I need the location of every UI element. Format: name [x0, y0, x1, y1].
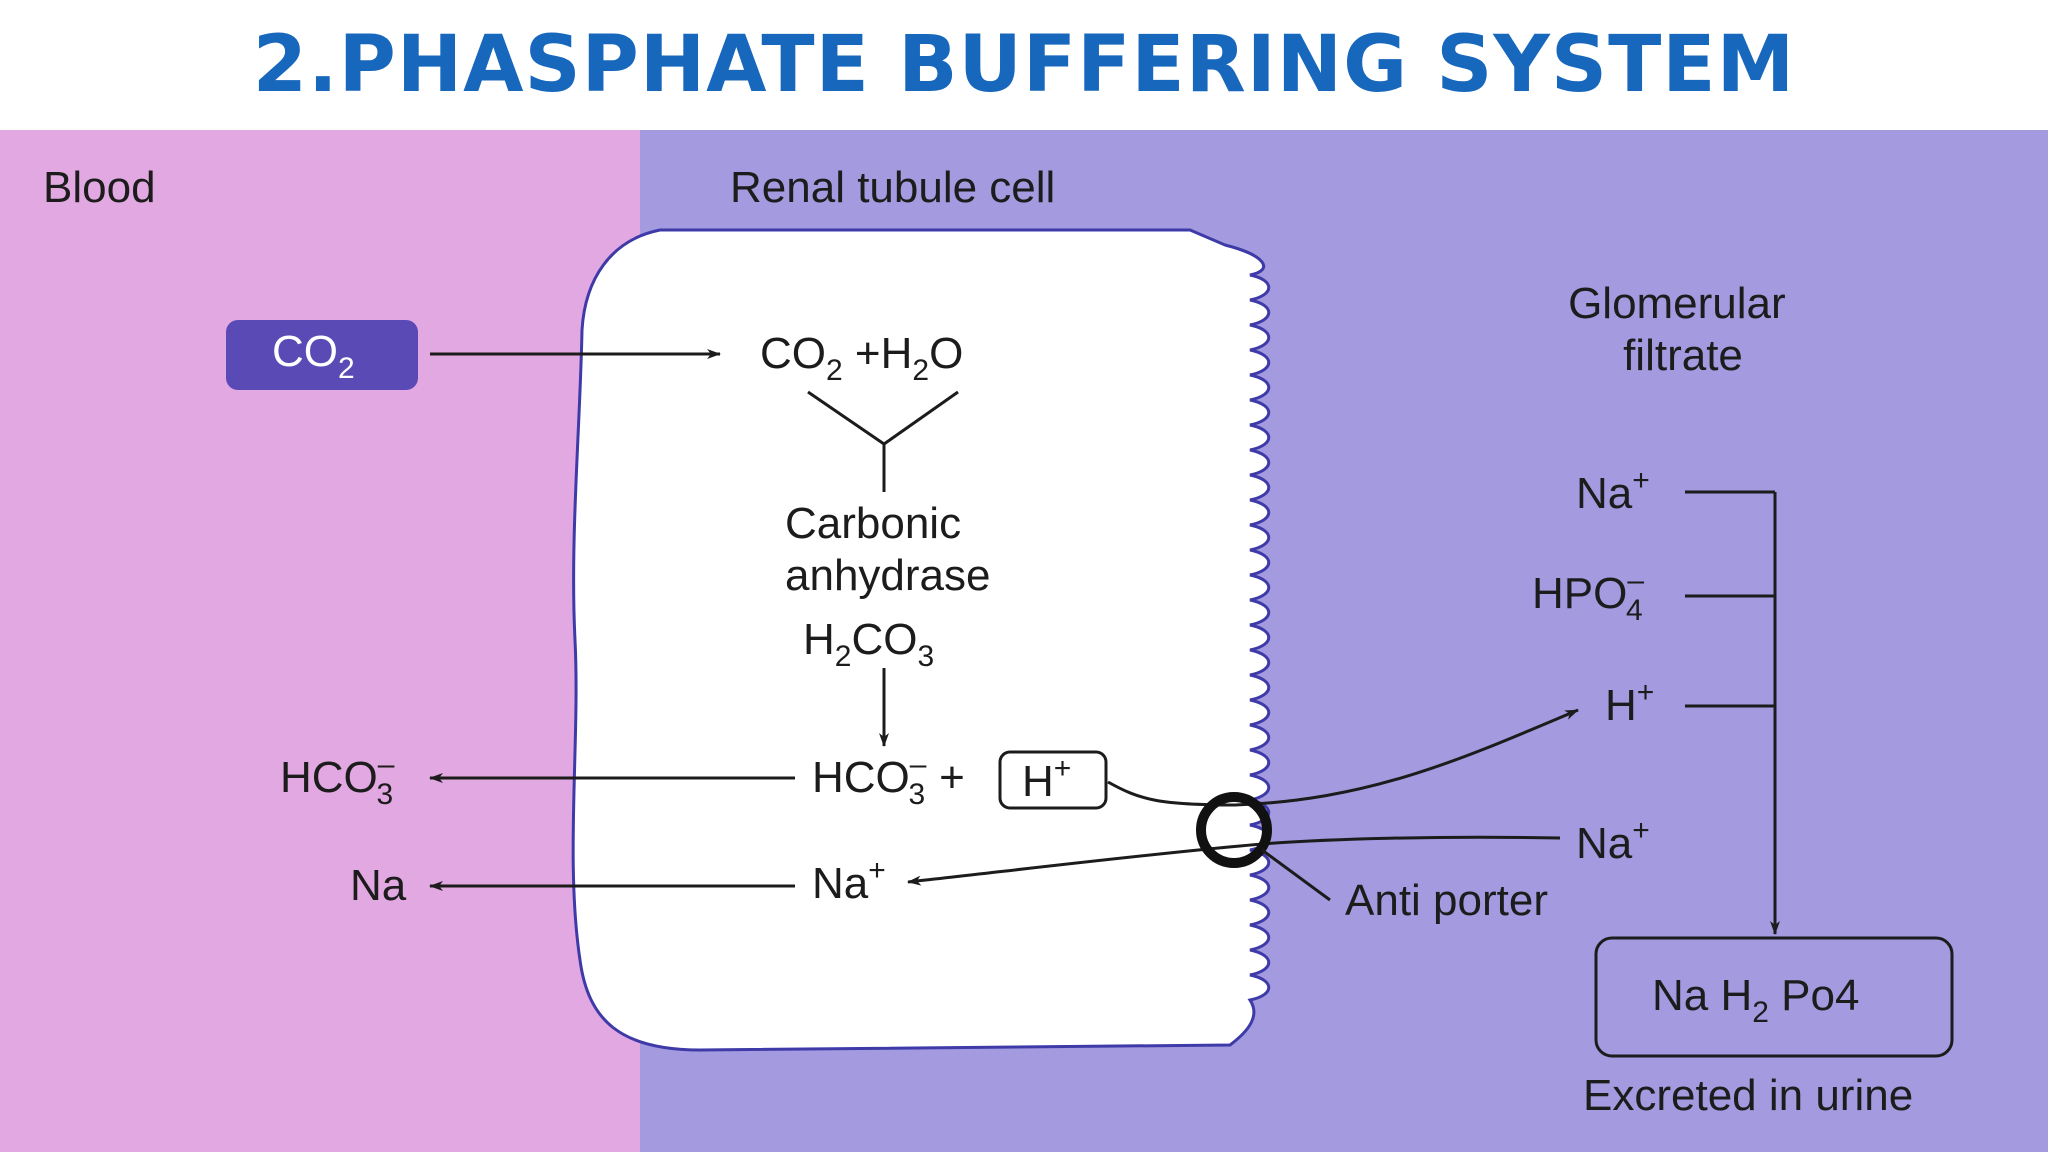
- glomerular-label-line2: filtrate: [1623, 331, 1743, 380]
- antiporter-label: Anti porter: [1345, 876, 1548, 925]
- filtrate-sodium-label-1: Na+: [1576, 464, 1650, 518]
- reactant-co2-sub: 2: [826, 354, 843, 387]
- filtrate-sodium-label-2: Na+: [1576, 814, 1650, 868]
- filtrate-h-main: H: [1605, 681, 1637, 730]
- product-a: Na H: [1652, 971, 1752, 1020]
- merge-line-right: [883, 390, 959, 446]
- cell-hco3-charge: –: [910, 748, 927, 781]
- h2co3-h: H: [803, 615, 835, 664]
- filtrate-na1-main: Na: [1576, 469, 1633, 518]
- cell-h-label: H+: [1022, 752, 1071, 806]
- reactant-h2o-sub: 2: [912, 354, 929, 387]
- reactant-co-main: CO: [760, 329, 826, 378]
- blood-hco3-charge: –: [378, 748, 395, 781]
- antiporter-pointer: [1261, 848, 1331, 902]
- filtrate-h-charge: +: [1637, 676, 1655, 709]
- cell-sodium-label: Na+: [812, 854, 886, 908]
- page-title: 2.PHASPHATE BUFFERING SYSTEM: [252, 20, 1796, 110]
- blood-hco3-sub: 3: [376, 778, 393, 811]
- h2co3-sub1: 2: [835, 640, 852, 673]
- filtrate-hpo4-main: HPO: [1532, 569, 1627, 618]
- excreted-label: Excreted in urine: [1583, 1071, 1913, 1120]
- enzyme-label-line2: anhydrase: [785, 551, 990, 600]
- carbonic-acid-label: H2CO3: [803, 615, 934, 673]
- filtrate-hpo4-sub: 4: [1626, 594, 1643, 627]
- blood-co2-box: [226, 320, 418, 390]
- cell-hco3-sub: 3: [908, 778, 925, 811]
- enzyme-label-line1: Carbonic: [785, 499, 961, 548]
- filtrate-na2-main: Na: [1576, 819, 1633, 868]
- glomerular-label-line1: Glomerular: [1568, 279, 1786, 328]
- cell-plus: +: [939, 753, 965, 802]
- blood-co2-main: CO: [272, 327, 338, 376]
- cell-hco3-main: HCO: [812, 753, 910, 802]
- cell-bicarbonate-label: HCO–3 +: [812, 748, 965, 811]
- enzyme-label: Carbonic anhydrase: [785, 499, 990, 600]
- filtrate-hpo4-charge: –: [1627, 564, 1644, 597]
- blood-hco3-main: HCO: [280, 753, 378, 802]
- blood-co2-label: CO2: [272, 327, 355, 385]
- cell-h-main: H: [1022, 757, 1054, 806]
- product-sub: 2: [1752, 996, 1769, 1029]
- renal-tubule-cell: [571, 228, 1271, 1052]
- blood-bicarbonate-label: HCO–3: [280, 748, 395, 811]
- blood-label: Blood: [43, 163, 156, 212]
- blood-co2-sub: 2: [338, 352, 355, 385]
- filtrate-na1-charge: +: [1632, 464, 1650, 497]
- h-secretion-arrow: [1107, 708, 1579, 807]
- cell-na-main: Na: [812, 859, 869, 908]
- reactants-label: CO2 +H2O: [760, 329, 963, 387]
- filtrate-phosphate-label: HPO–4: [1532, 564, 1644, 627]
- antiporter-ring: [1196, 792, 1272, 868]
- filtrate-hydrogen-label: H+: [1605, 676, 1654, 730]
- product-label: Na H2 Po4: [1652, 971, 1859, 1029]
- h2co3-co: CO: [851, 615, 917, 664]
- product-box: [1594, 936, 1954, 1058]
- blood-region: [0, 130, 640, 1152]
- cell-h-box: [998, 750, 1108, 810]
- merge-line-left: [807, 390, 885, 446]
- cell-na-charge: +: [868, 854, 886, 887]
- sodium-reabsorption-arrow: [907, 835, 1561, 886]
- reactant-plus-h: +H: [843, 329, 913, 378]
- product-b: Po4: [1769, 971, 1860, 1020]
- filtrate-na2-charge: +: [1632, 814, 1650, 847]
- blood-sodium-label: Na: [350, 861, 407, 910]
- renal-tubule-cell-label: Renal tubule cell: [730, 163, 1055, 212]
- h2co3-sub2: 3: [917, 640, 934, 673]
- reactant-o: O: [929, 329, 963, 378]
- glomerular-filtrate-label: Glomerular filtrate: [1568, 279, 1798, 380]
- cell-h-charge: +: [1054, 752, 1072, 785]
